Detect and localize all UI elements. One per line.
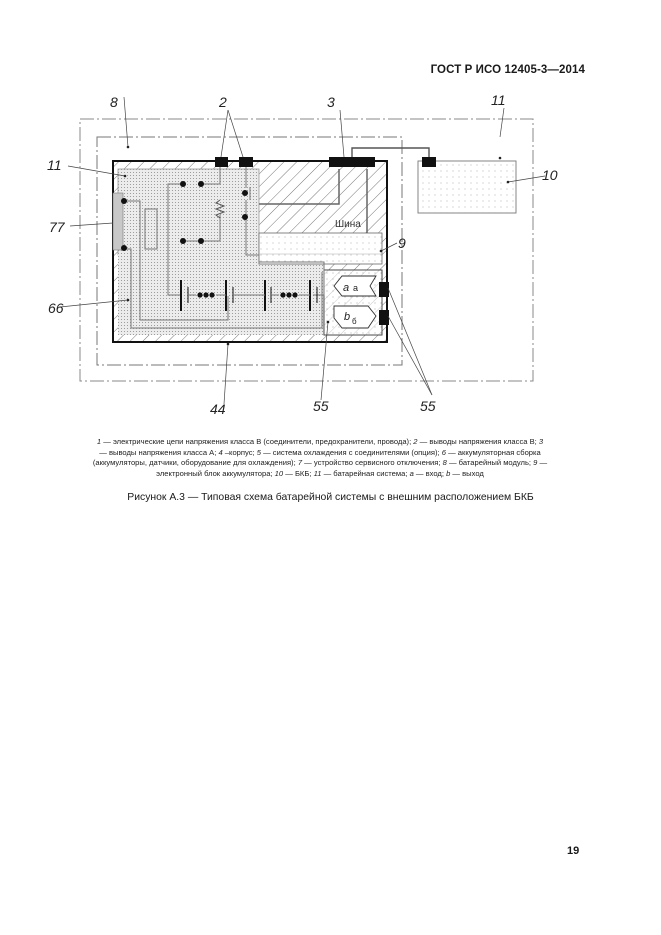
label-8: 8 (110, 94, 118, 110)
figure-caption: Рисунок А.3 — Типовая схема батарейной с… (127, 492, 534, 503)
svg-text:б: б (352, 317, 357, 326)
cooling-output-port (379, 310, 389, 325)
cooling-input-connector (333, 275, 377, 297)
battery-system-diagram: Шина (47, 92, 558, 417)
label-11-left: 11 (47, 157, 62, 173)
svg-text:b: b (344, 311, 350, 323)
battery-module-boundary (96, 136, 403, 366)
page-number: 19 (567, 845, 580, 857)
label-3: 3 (327, 94, 335, 110)
service-disconnect (112, 192, 124, 251)
label-2: 2 (218, 94, 227, 110)
battery-assembly (117, 168, 260, 256)
legend-line-1: 1 — электрические цепи напряжения класса… (96, 437, 544, 446)
label-4: 44 (210, 401, 226, 417)
document-header-standard: ГОСТ Р ИСО 12405-3—2014 (430, 64, 585, 76)
cooling-output-connector (333, 305, 377, 329)
svg-text:Шина: Шина (335, 219, 361, 230)
bkb-terminal (422, 157, 436, 167)
svg-text:а: а (353, 283, 358, 293)
hv-terminal-1 (215, 157, 228, 167)
legend-line-3: (аккумуляторы, датчики, оборудование для… (92, 458, 548, 468)
label-10: 10 (542, 167, 558, 183)
label-11-top: 11 (491, 92, 506, 108)
label-7: 77 (49, 219, 66, 235)
label-9: 9 (398, 235, 406, 251)
legend-line-4: электронный блок аккумулятора; 10 — БКБ;… (156, 468, 484, 478)
figure-legend: 1 — электрические цепи напряжения класса… (40, 437, 600, 479)
cooling-input-port (379, 282, 389, 297)
label-5-right: 55 (420, 398, 436, 414)
label-6: 66 (48, 300, 64, 316)
legend-line-2: — выводы напряжения класса А; 4 –корпус;… (99, 447, 541, 457)
svg-text:a: a (343, 282, 349, 294)
lv-terminal (329, 157, 375, 167)
hv-terminal-2 (239, 157, 253, 167)
battery-system-boundary (79, 118, 534, 382)
label-5-bottom: 55 (313, 398, 329, 414)
bkb (417, 160, 517, 214)
